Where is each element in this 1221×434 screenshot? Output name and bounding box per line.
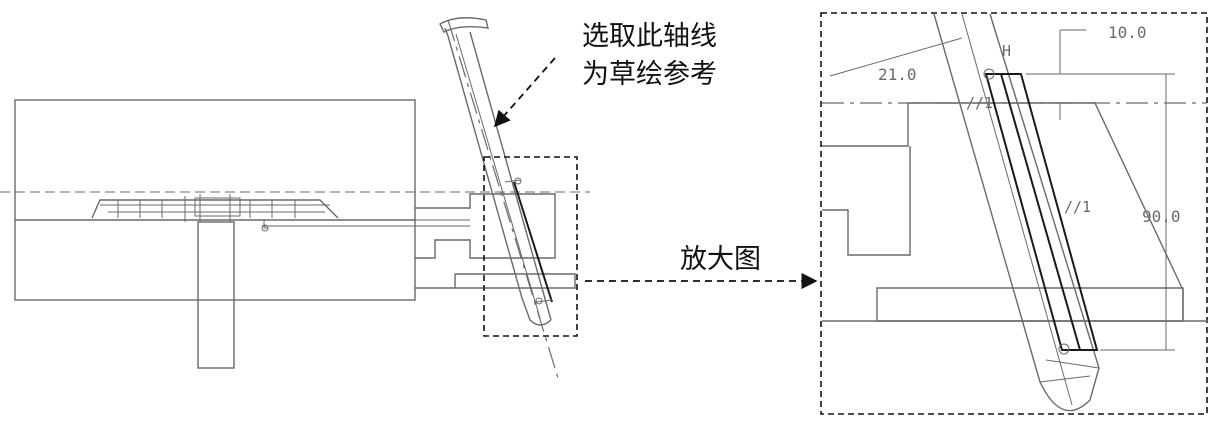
zoom-sketch-point-bottom <box>1058 343 1070 355</box>
runner-lines <box>262 219 470 227</box>
product-details <box>100 194 330 222</box>
lifter-head <box>439 17 489 33</box>
sketch-ends-small <box>504 179 553 303</box>
parallel-constraint-mid: //1 <box>1064 198 1091 216</box>
sketch-point-top <box>514 177 522 185</box>
lifter-inner-line <box>455 33 541 319</box>
zoom-sketch-point-top <box>983 68 995 80</box>
zoom-label: 放大图 <box>680 244 761 275</box>
zoomed-view: 21.0 10.0 90.0 H //1 //1 <box>820 12 1208 415</box>
gate-detail <box>188 197 268 229</box>
lifter-edge-right <box>469 31 552 321</box>
height-dim-text: 90.0 <box>1142 207 1181 226</box>
zoom-lifter-body <box>933 13 1100 412</box>
zoom-base-plate <box>876 287 1184 322</box>
slider-base <box>415 273 576 289</box>
angle-dim-text: 21.0 <box>878 65 917 84</box>
axis-note-line1: 选取此轴线 <box>582 21 717 52</box>
offset-dim-lines <box>1059 29 1086 120</box>
sketch-point-bottom <box>535 297 543 305</box>
sprue-bushing <box>197 221 235 369</box>
slider-block <box>415 193 556 259</box>
mold-base-outline <box>14 99 416 301</box>
axis-leader-arrow <box>493 57 556 128</box>
zoom-region-frame <box>483 156 578 337</box>
zoom-step-left <box>822 146 911 256</box>
zoom-sketch-line <box>1000 73 1081 351</box>
zoom-lifter-axis <box>961 13 1073 406</box>
sketch-line-small <box>513 181 553 303</box>
model-overview <box>0 17 590 379</box>
product-profile <box>91 199 339 219</box>
horizontal-constraint: H <box>1002 42 1011 60</box>
zoomed-view-frame <box>820 12 1208 415</box>
zoom-sketch-outline <box>984 73 1099 351</box>
offset-dim-text: 10.0 <box>1108 23 1147 42</box>
angle-dim-line <box>829 37 963 77</box>
pin-circle <box>261 224 269 232</box>
axis-note-line2: 为草绘参考 <box>582 59 717 90</box>
parallel-constraint-top: //1 <box>966 94 993 112</box>
lifter-axis <box>447 19 559 379</box>
zoom-lifter-tip-lines <box>1039 359 1100 383</box>
lifter-tip <box>521 297 552 326</box>
height-dim-lines <box>1100 74 1175 351</box>
